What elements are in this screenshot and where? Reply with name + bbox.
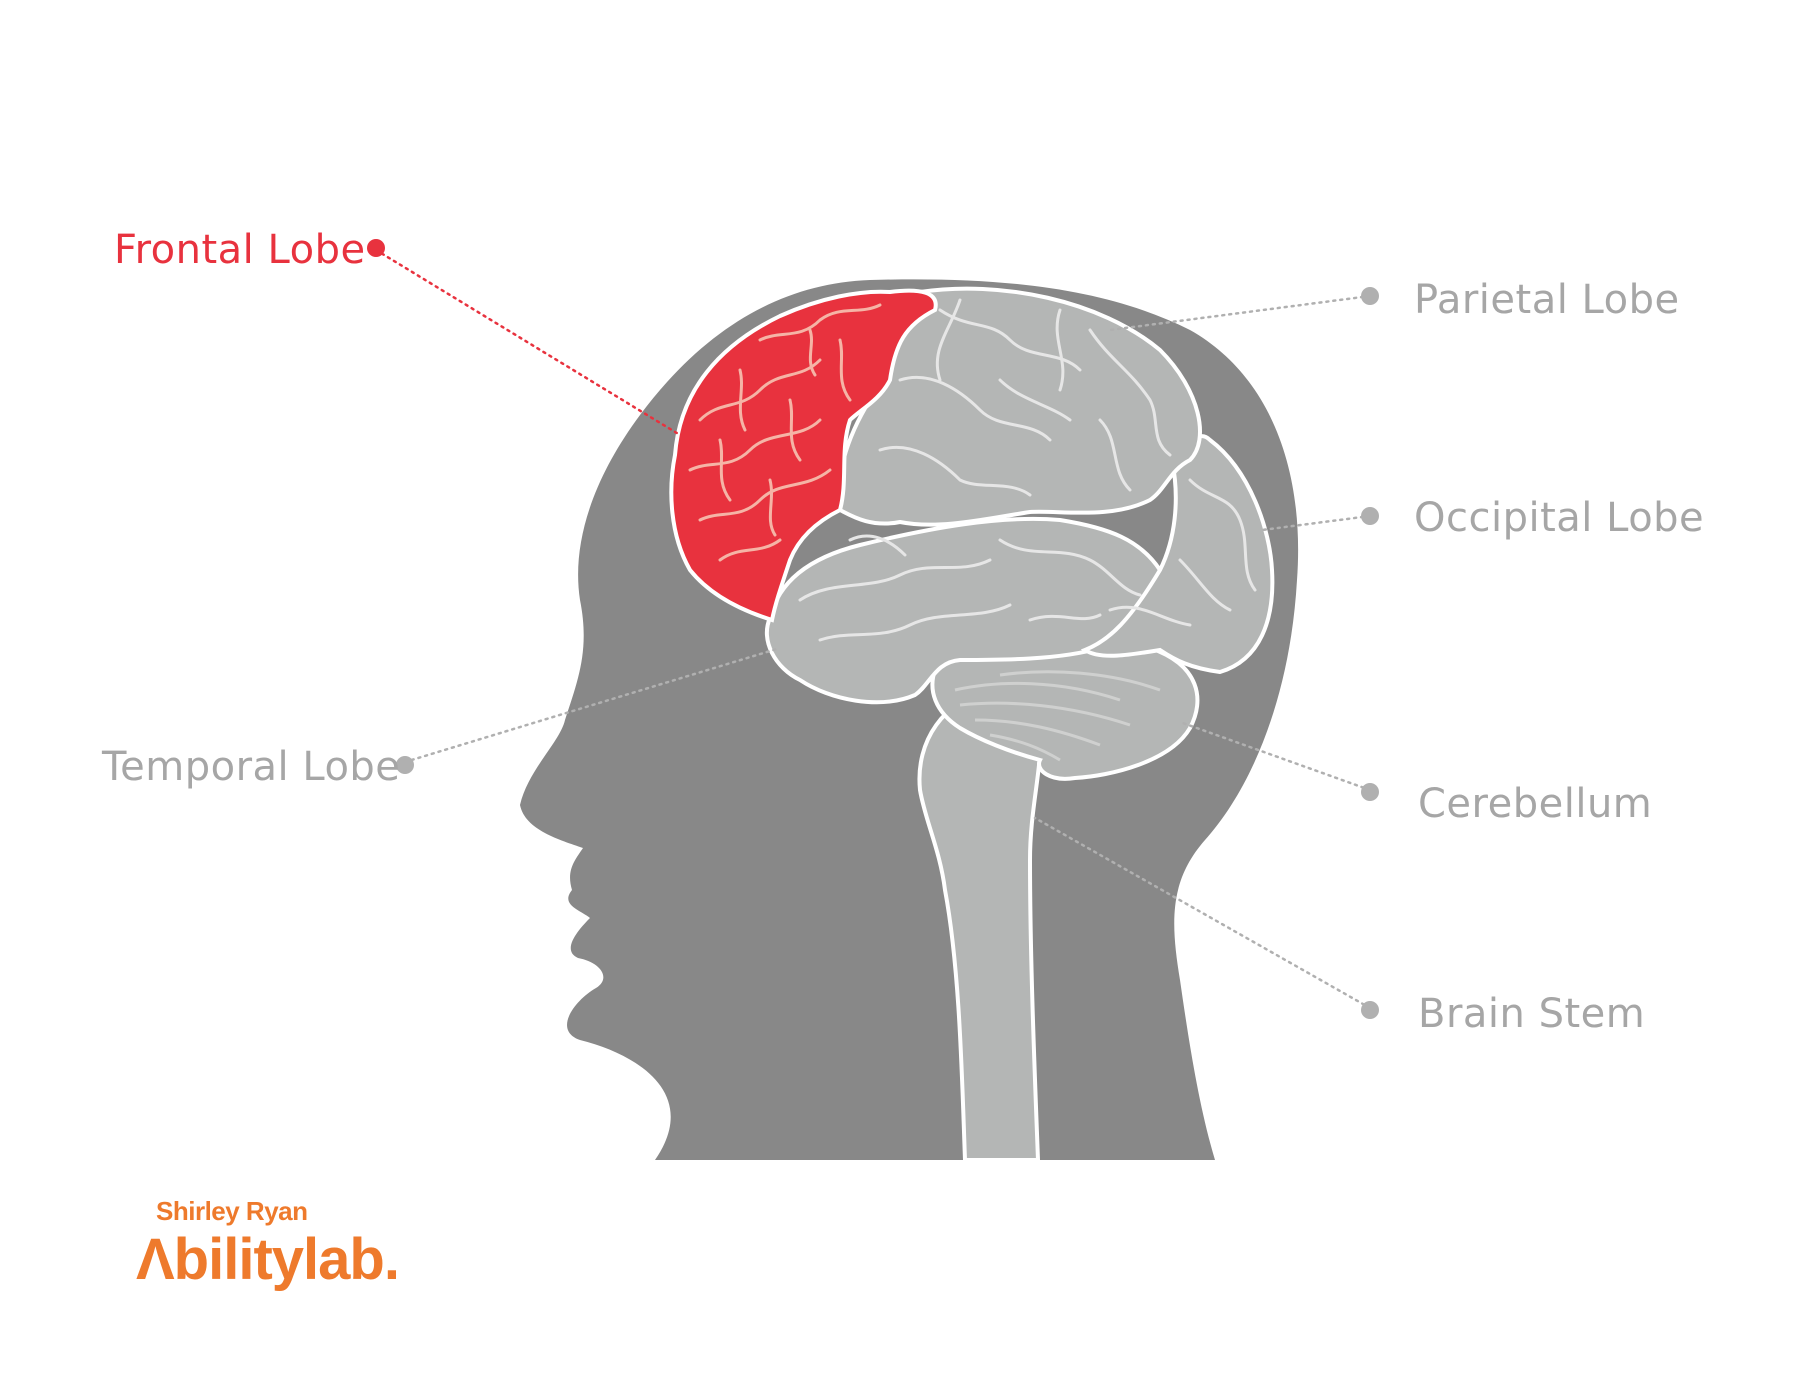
frontal-lobe-shape	[669, 288, 938, 623]
shirley-ryan-abilitylab-logo: Shirley Ryan Λbilitylab.	[136, 1196, 436, 1306]
cerebellum-dot	[1361, 783, 1379, 801]
cerebellum-label: Cerebellum	[1418, 781, 1653, 827]
occipital-dot	[1361, 507, 1379, 525]
occipital-lobe-label: Occipital Lobe	[1414, 495, 1705, 541]
frontal-leader-line	[374, 248, 682, 437]
logo-line-1: Shirley Ryan	[156, 1196, 308, 1226]
parietal-lobe-shape	[836, 286, 1202, 527]
temporal-dot	[396, 756, 414, 774]
logo-line-2: Λbilitylab.	[136, 1227, 400, 1292]
brainstem-leader-line	[1033, 816, 1372, 1010]
cerebellum-leader-line	[1178, 720, 1372, 792]
temporal-leader-line	[403, 646, 782, 764]
parietal-leader-line	[1108, 294, 1372, 332]
parietal-dot	[1361, 287, 1379, 305]
frontal-dot	[367, 239, 385, 257]
brain-folds	[798, 298, 1257, 642]
brain-stem-label: Brain Stem	[1418, 991, 1646, 1037]
temporal-lobe-label: Temporal Lobe	[102, 744, 401, 790]
leader-lines	[374, 248, 1372, 1010]
occipital-leader-line	[1260, 514, 1372, 532]
brainstem-dot	[1361, 1001, 1379, 1019]
frontal-lobe-label: Frontal Lobe	[114, 227, 366, 273]
frontal-lobe-folds	[688, 303, 882, 562]
parietal-lobe-label: Parietal Lobe	[1414, 277, 1680, 323]
cerebellum-folds	[954, 670, 1161, 762]
